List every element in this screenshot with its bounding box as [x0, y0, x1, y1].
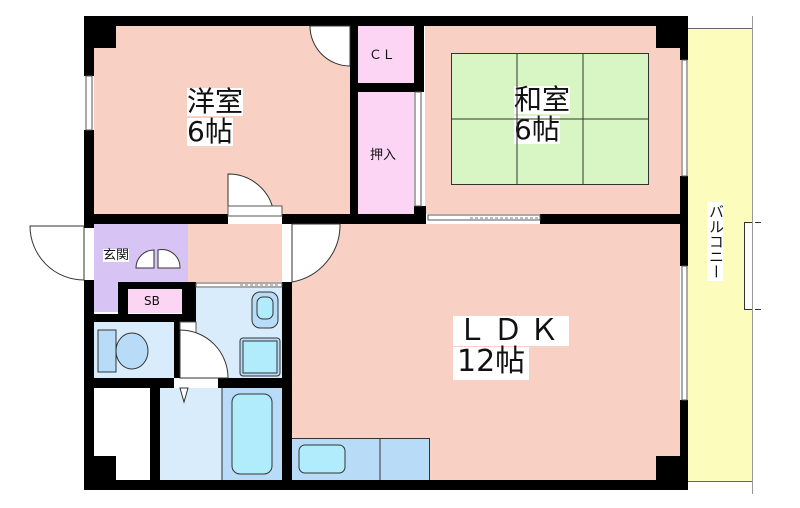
balcony-label: バルコニー: [707, 202, 725, 281]
western-room-name: 洋室: [187, 85, 244, 118]
oshiire-label: 押入: [370, 148, 397, 163]
ldk-size: 12帖: [453, 347, 530, 380]
kitchen-sink: [298, 444, 346, 474]
toilet-fixture: [97, 329, 149, 373]
japanese-room-size: 6帖: [514, 113, 560, 146]
doors: [29, 25, 351, 404]
changing-room: [160, 388, 222, 480]
ldk-name: ＬＤＫ: [453, 316, 569, 346]
walls: [84, 16, 688, 490]
tatami-grid: [451, 53, 649, 185]
closet-label: ＣＬ: [369, 48, 396, 63]
washroom-fixtures: [239, 291, 281, 377]
bathtub: [231, 393, 273, 475]
hallway: [188, 224, 282, 282]
balcony-outline: [752, 16, 755, 494]
western-room-size: 6帖: [187, 115, 233, 148]
japanese-room-name: 和室: [514, 83, 571, 116]
shoe-box-label: SB: [144, 294, 160, 308]
genkan-label: 玄関: [103, 248, 130, 263]
sliding-doors: [195, 214, 541, 288]
windows: [85, 59, 688, 401]
